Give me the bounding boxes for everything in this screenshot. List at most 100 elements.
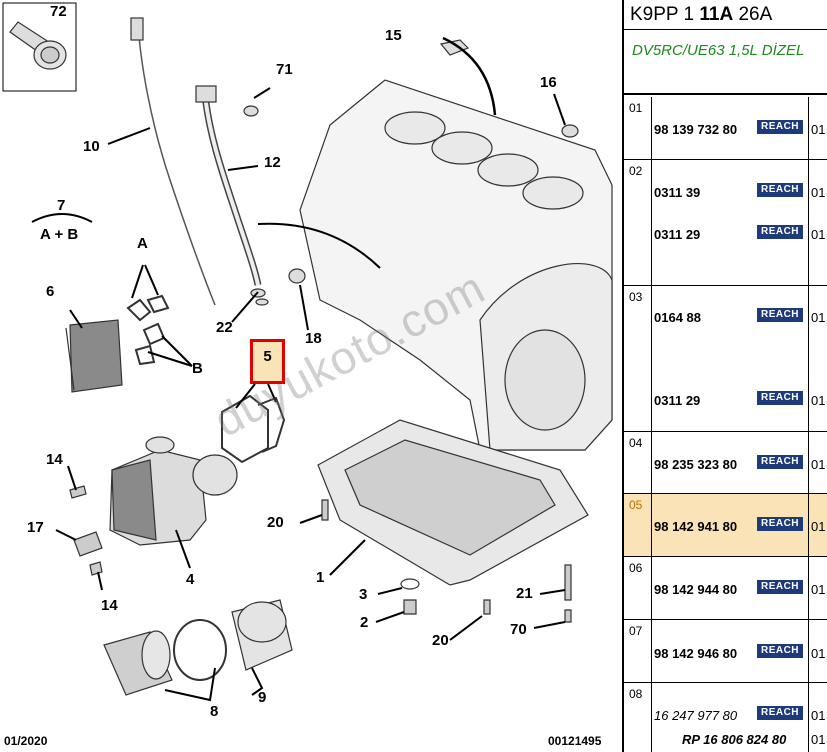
- quantity: 01: [811, 393, 826, 408]
- filter-cap-9: [231, 599, 293, 671]
- reach-badge: REACH: [757, 183, 803, 197]
- part-number-superseded: 16 247 977 80: [654, 708, 738, 723]
- reach-badge: REACH: [757, 517, 803, 531]
- callout-3: 3: [359, 586, 368, 603]
- reach-badge: REACH: [757, 706, 803, 720]
- callout-70: 70: [510, 621, 527, 638]
- replacement-part-number[interactable]: RP 16 806 824 80: [682, 732, 787, 747]
- quantity: 01: [811, 519, 826, 534]
- highlight-box-item-5[interactable]: 5: [250, 339, 285, 384]
- engine-label: DV5RC/UE63 1,5L DİZEL: [624, 30, 827, 95]
- row-number: 01: [624, 97, 652, 159]
- footer-ref: 00121495: [548, 734, 602, 748]
- callout-71: 71: [276, 61, 293, 78]
- part-number: 0311 29: [654, 393, 701, 408]
- gaskets-a-b: [126, 294, 170, 366]
- bolt-71-icon: [243, 105, 259, 117]
- quantity: 01: [811, 122, 826, 137]
- reach-badge: REACH: [757, 308, 803, 322]
- part-number: 0164 88: [654, 310, 701, 325]
- part-number: 98 142 944 80: [654, 582, 738, 597]
- callout-1: 1: [316, 569, 325, 586]
- reach-badge: REACH: [757, 455, 803, 469]
- parts-row-01[interactable]: 01 98 139 732 80 REACH 01: [624, 97, 827, 160]
- header-code-bold: 11A: [699, 4, 734, 25]
- callout-10: 10: [83, 138, 100, 155]
- parts-row-03[interactable]: 03 0164 88 REACH 01 0311 29 REACH 01: [624, 286, 827, 432]
- callout-b: B: [192, 360, 203, 377]
- parts-row-02[interactable]: 02 0311 39 REACH 01 0311 29 REACH 01: [624, 160, 827, 286]
- bolt-72-box: [2, 2, 77, 92]
- callout-22: 22: [216, 319, 233, 336]
- row-number: 02: [624, 160, 652, 285]
- diagram-drawing: [2, 2, 613, 702]
- row-number: 06: [624, 557, 652, 619]
- tube-bracket: [195, 85, 217, 103]
- callout-72: 72: [50, 3, 67, 20]
- header-code-suffix: 26A: [733, 4, 773, 25]
- part-number: 98 142 946 80: [654, 646, 738, 661]
- bolt-20a-icon: [321, 499, 329, 521]
- panel-header: K9PP 1 11A 26A: [624, 0, 827, 30]
- callout-15: 15: [385, 27, 402, 44]
- dipstick-10: [137, 21, 216, 306]
- quantity: 01: [811, 227, 826, 242]
- row-number: 08: [624, 683, 652, 752]
- bolt-14b-icon: [89, 561, 103, 576]
- parts-row-06[interactable]: 06 98 142 944 80 REACH 01: [624, 557, 827, 620]
- dipstick-handle: [130, 17, 144, 41]
- row-number: 05: [624, 494, 652, 556]
- gasket-5: [221, 394, 286, 464]
- part-number: 98 235 323 80: [654, 457, 738, 472]
- sensor-17-icon: [73, 531, 103, 557]
- callout-12: 12: [264, 154, 281, 171]
- reach-badge: REACH: [757, 120, 803, 134]
- parts-row-07[interactable]: 07 98 142 946 80 REACH 01: [624, 620, 827, 683]
- oil-filter-8: [103, 630, 173, 696]
- reach-badge: REACH: [757, 391, 803, 405]
- callout-8: 8: [210, 703, 219, 720]
- callout-14-bottom: 14: [101, 597, 118, 614]
- callout-20-bottom: 20: [432, 632, 449, 649]
- callout-a: A: [137, 235, 148, 252]
- part-number: 0311 29: [654, 227, 701, 242]
- engine-block: [299, 79, 613, 451]
- reach-badge: REACH: [757, 580, 803, 594]
- part-number: 98 142 941 80: [654, 519, 738, 534]
- parts-row-04[interactable]: 04 98 235 323 80 REACH 01: [624, 432, 827, 494]
- quantity: 01: [811, 646, 826, 661]
- part-number: 98 139 732 80: [654, 122, 738, 137]
- quantity: 01: [811, 708, 826, 723]
- o-ring-8: [173, 619, 227, 681]
- callout-a-plus-b: A + B: [40, 226, 79, 243]
- washer-3-icon: [400, 578, 420, 590]
- quantity: 01: [811, 457, 826, 472]
- parts-list-panel: K9PP 1 11A 26A DV5RC/UE63 1,5L DİZEL 01 …: [622, 0, 827, 752]
- oil-cooler-6: [65, 319, 123, 393]
- callout-5: 5: [263, 348, 272, 365]
- bolt-20b-icon: [483, 599, 491, 615]
- stud-21-icon: [564, 564, 572, 601]
- bolt-14a-icon: [69, 485, 87, 499]
- row-number: 03: [624, 286, 652, 431]
- header-code: K9PP 1: [630, 4, 700, 25]
- callout-17: 17: [27, 519, 44, 536]
- part-number: 0311 39: [654, 185, 701, 200]
- callout-20-top: 20: [267, 514, 284, 531]
- footer-date: 01/2020: [4, 734, 48, 748]
- replacement-quantity: 01: [811, 732, 826, 747]
- callout-16: 16: [540, 74, 557, 91]
- oil-pan-1: [317, 419, 589, 586]
- callout-7: 7: [57, 197, 66, 214]
- row-number: 04: [624, 432, 652, 493]
- callout-21: 21: [516, 585, 533, 602]
- row-number: 07: [624, 620, 652, 682]
- reach-badge: REACH: [757, 644, 803, 658]
- parts-row-08[interactable]: 08 16 247 977 80 REACH 01 RP 16 806 824 …: [624, 683, 827, 752]
- plug-18-icon: [288, 268, 306, 284]
- parts-row-05-selected[interactable]: 05 98 142 941 80 REACH 01: [624, 494, 827, 557]
- drain-plug-2-icon: [403, 599, 417, 615]
- reach-badge: REACH: [757, 225, 803, 239]
- callout-6: 6: [46, 283, 55, 300]
- bolt-72-icon: [9, 21, 67, 70]
